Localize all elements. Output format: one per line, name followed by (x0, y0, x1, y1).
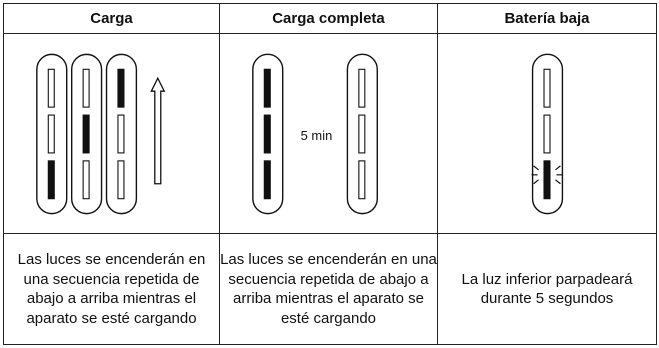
header-row: Carga Carga completa Batería baja (3, 3, 657, 34)
indicator-capsule-empty (346, 53, 378, 215)
up-arrow-icon (150, 76, 166, 185)
description-row: Las luces se encenderán en una secuencia… (3, 233, 657, 345)
time-label: 5 min (301, 128, 333, 143)
indicator-capsule-1 (36, 53, 68, 215)
indicator-capsule-low (531, 53, 564, 215)
header-fully-charged: Carga completa (219, 3, 438, 34)
low-battery-description: La luz inferior parpadeará durante 5 seg… (437, 233, 657, 345)
blink-icon (531, 165, 563, 185)
fully-charged-icon: 5 min (252, 53, 378, 215)
charging-illustration (3, 33, 220, 234)
header-low-battery: Batería baja (437, 3, 657, 34)
charging-description: Las luces se encenderán en una secuencia… (3, 233, 220, 345)
low-battery-illustration (437, 33, 657, 234)
indicator-capsule-2 (70, 53, 103, 215)
fully-charged-description: Las luces se encenderán en una secuencia… (219, 233, 438, 345)
indicator-capsule-full (252, 53, 284, 215)
fully-charged-illustration: 5 min (219, 33, 438, 234)
header-charging: Carga (3, 3, 220, 34)
charging-sequence-icon (36, 53, 166, 215)
indicator-capsule-3 (105, 53, 138, 215)
battery-indicator-table: Carga Carga completa Batería baja (3, 3, 657, 345)
low-battery-icon (531, 53, 564, 215)
icon-row: 5 min (3, 33, 657, 234)
